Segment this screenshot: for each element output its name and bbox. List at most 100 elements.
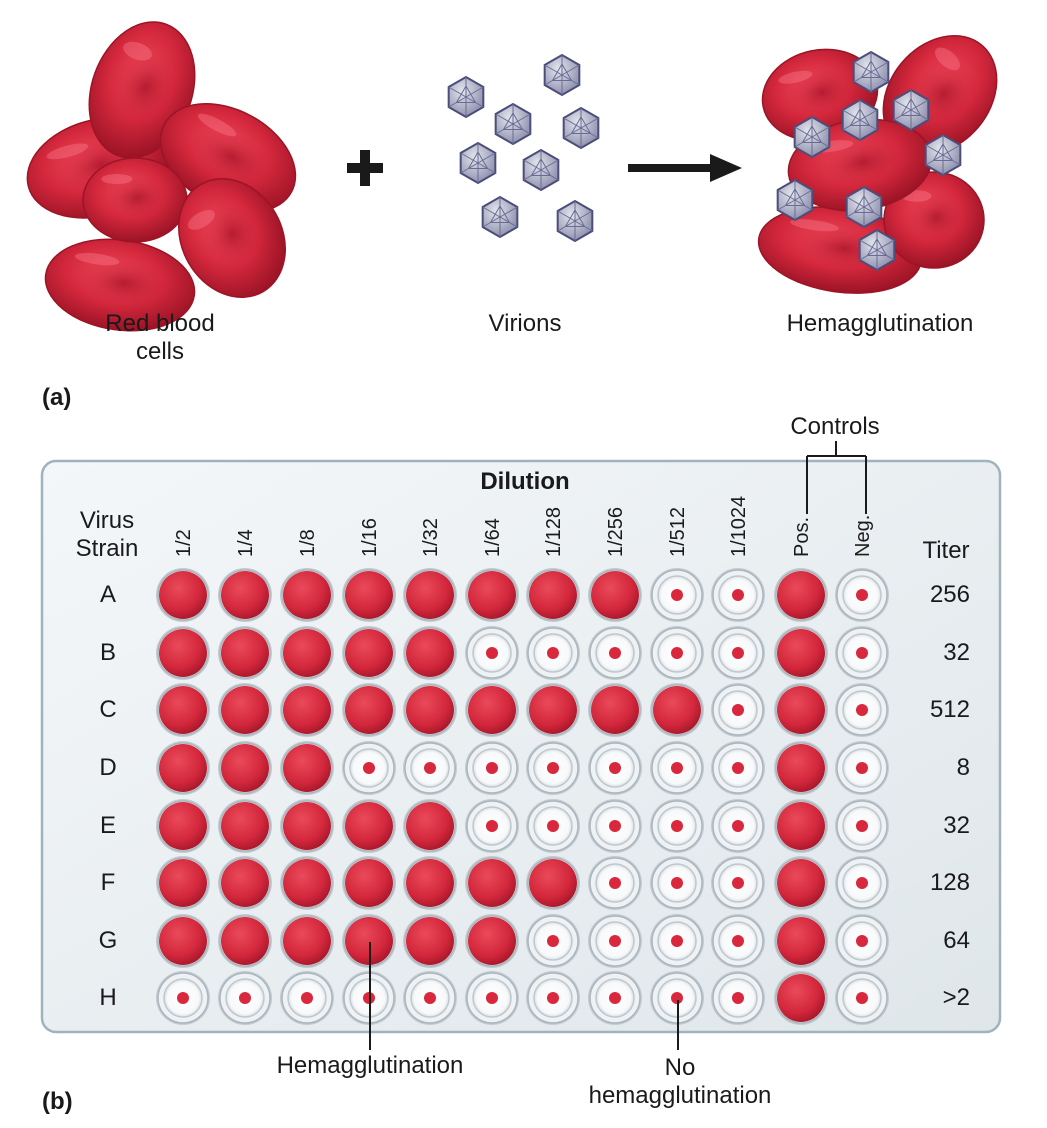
well-button xyxy=(650,856,704,910)
virus-strain-label: E xyxy=(99,812,116,839)
well-button xyxy=(526,971,580,1025)
virus-strain-header: Virus Strain xyxy=(75,507,139,562)
well-button xyxy=(835,856,889,910)
dilution-label: 1/8 xyxy=(297,529,319,557)
panel-a-label: (a) xyxy=(42,384,72,411)
well-button xyxy=(526,741,580,795)
well-button xyxy=(711,741,765,795)
well-agglutinated xyxy=(342,568,396,622)
well-agglutinated xyxy=(156,741,210,795)
well-agglutinated xyxy=(156,683,210,737)
well-agglutinated xyxy=(403,914,457,968)
hemagglutination-label: Hemagglutination xyxy=(786,310,974,337)
well-button xyxy=(588,626,642,680)
well-button xyxy=(650,568,704,622)
virion-icon xyxy=(841,98,879,142)
well-button xyxy=(526,799,580,853)
well-agglutinated xyxy=(650,683,704,737)
well-button xyxy=(650,799,704,853)
well-agglutinated xyxy=(218,683,272,737)
virion-icon xyxy=(924,133,962,177)
well-agglutinated xyxy=(156,626,210,680)
well-agglutinated xyxy=(218,568,272,622)
rbc-label-text: Red blood cells xyxy=(105,310,215,365)
well-agglutinated xyxy=(774,856,828,910)
virion-icon xyxy=(845,185,883,229)
well-agglutinated xyxy=(526,568,580,622)
well-agglutinated xyxy=(774,741,828,795)
well-button xyxy=(835,971,889,1025)
well-agglutinated xyxy=(403,683,457,737)
well-agglutinated xyxy=(156,856,210,910)
well-agglutinated xyxy=(465,914,519,968)
well-grid xyxy=(156,568,889,1025)
virion-icon xyxy=(522,148,560,192)
virion-icon xyxy=(776,178,814,222)
well-agglutinated xyxy=(218,626,272,680)
well-agglutinated xyxy=(465,856,519,910)
titer-value: 32 xyxy=(943,812,970,839)
well-button xyxy=(465,799,519,853)
well-button xyxy=(403,971,457,1025)
red-blood-cells-illustration xyxy=(26,21,297,332)
well-agglutinated xyxy=(465,568,519,622)
titer-value: 512 xyxy=(929,696,970,723)
virus-strain-label: H xyxy=(99,984,117,1011)
well-agglutinated xyxy=(280,741,334,795)
well-agglutinated xyxy=(218,856,272,910)
well-button xyxy=(342,741,396,795)
virion-icon xyxy=(556,199,594,243)
well-button xyxy=(650,971,704,1025)
well-button xyxy=(650,626,704,680)
well-button xyxy=(588,741,642,795)
well-button xyxy=(650,741,704,795)
dilution-label: 1/256 xyxy=(605,507,627,557)
controls-label: Controls xyxy=(790,413,880,440)
well-button xyxy=(588,799,642,853)
well-agglutinated xyxy=(218,914,272,968)
callout-hemagglutination: Hemagglutination xyxy=(276,1052,464,1079)
dilution-label: 1/32 xyxy=(420,518,442,557)
well-button xyxy=(835,683,889,737)
well-button xyxy=(835,741,889,795)
well-button xyxy=(218,971,272,1025)
dilution-label: Neg. xyxy=(852,515,874,557)
well-agglutinated xyxy=(774,568,828,622)
virus-strain-label: F xyxy=(100,869,116,896)
dilution-label: 1/2 xyxy=(173,529,195,557)
well-agglutinated xyxy=(403,626,457,680)
well-agglutinated xyxy=(774,799,828,853)
virus-strain-label: G xyxy=(98,927,118,954)
well-agglutinated xyxy=(280,568,334,622)
dilution-label: 1/64 xyxy=(482,518,504,557)
dilution-label: 1/128 xyxy=(543,507,565,557)
well-agglutinated xyxy=(774,914,828,968)
dilution-label: Pos. xyxy=(791,517,813,557)
arrow-right-icon xyxy=(628,154,742,182)
virion-icon xyxy=(892,88,930,132)
virion-icon xyxy=(852,50,890,94)
rbc-label: Red blood cells xyxy=(70,310,250,366)
dilution-label: 1/1024 xyxy=(728,496,750,557)
well-agglutinated xyxy=(156,914,210,968)
well-button xyxy=(280,971,334,1025)
well-agglutinated xyxy=(774,971,828,1025)
well-agglutinated xyxy=(526,683,580,737)
titer-header: Titer xyxy=(922,537,970,564)
virion-icon xyxy=(543,53,581,97)
virion-icon xyxy=(858,228,896,272)
well-agglutinated xyxy=(342,626,396,680)
titer-value: 256 xyxy=(929,581,970,608)
well-button xyxy=(835,914,889,968)
well-button xyxy=(835,626,889,680)
well-button xyxy=(711,683,765,737)
well-button xyxy=(835,799,889,853)
virus-strain-label: D xyxy=(99,754,117,781)
well-agglutinated xyxy=(342,799,396,853)
well-button xyxy=(156,971,210,1025)
well-button xyxy=(650,914,704,968)
well-button xyxy=(835,568,889,622)
